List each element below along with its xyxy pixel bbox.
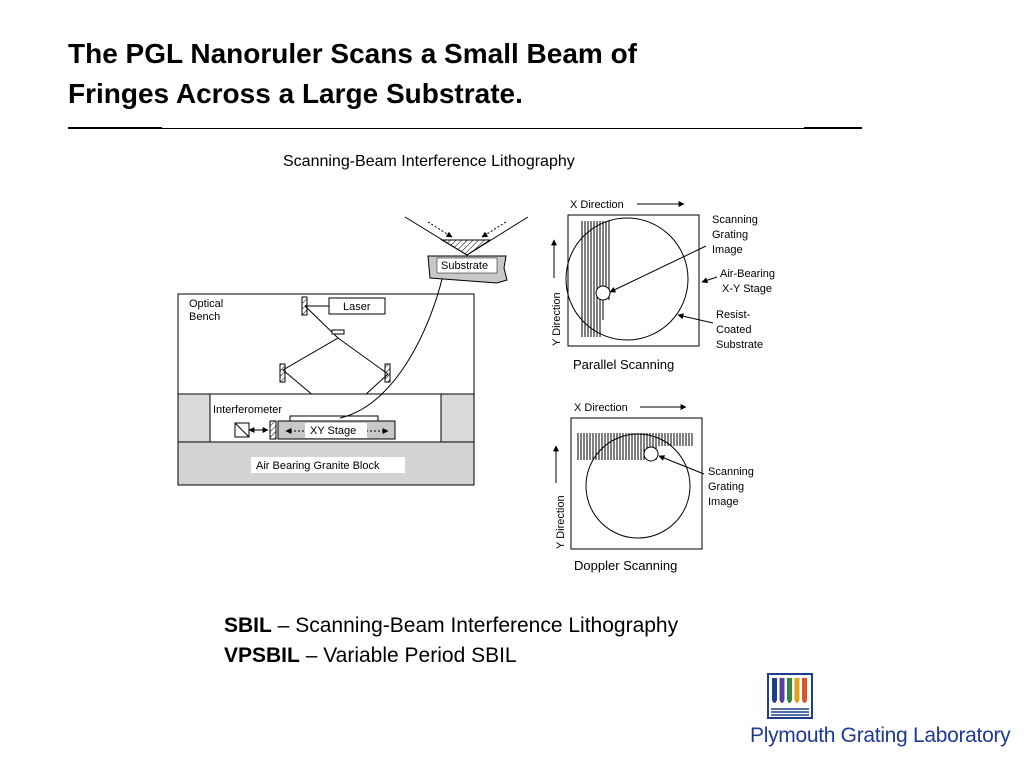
definition-term: VPSBIL bbox=[224, 644, 300, 667]
logo-stripe bbox=[779, 678, 785, 703]
parallel-resist-pointer bbox=[677, 313, 714, 324]
parallel-grating-spot bbox=[595, 285, 611, 301]
definition-separator: – bbox=[271, 614, 296, 637]
logo-stripe bbox=[794, 678, 800, 703]
definitions-list: SBIL – Scanning-Beam Interference Lithog… bbox=[224, 611, 678, 671]
logo-stripes bbox=[772, 678, 807, 703]
interferometer-label: Interferometer bbox=[213, 404, 282, 416]
parallel-substrate-circle bbox=[565, 217, 689, 341]
parallel-grating-label-3: Image bbox=[712, 244, 743, 256]
slide-title-line-1: The PGL Nanoruler Scans a Small Beam of bbox=[68, 38, 637, 69]
doppler-grating-label-2: Grating bbox=[708, 481, 744, 493]
definition-sbil: SBIL – Scanning-Beam Interference Lithog… bbox=[224, 611, 678, 641]
parallel-stage-label-1: Air-Bearing bbox=[720, 268, 775, 280]
parallel-scanning-panel: X Direction Y Direction Scanning Grating… bbox=[551, 199, 775, 372]
slide-title: The PGL Nanoruler Scans a Small Beam of … bbox=[68, 34, 868, 114]
parallel-y-direction-label: Y Direction bbox=[551, 292, 563, 346]
parallel-x-direction-label: X Direction bbox=[570, 199, 624, 211]
xy-stage-label: XY Stage bbox=[310, 425, 356, 437]
pgl-logo-mark bbox=[767, 673, 813, 719]
definition-separator: – bbox=[299, 644, 324, 667]
optical-bench-label-line-2: Bench bbox=[189, 311, 220, 323]
pgl-logo-text: Plymouth Grating Laboratory bbox=[750, 724, 1011, 747]
parallel-scan-lines bbox=[581, 221, 610, 337]
parallel-stage-pointer bbox=[701, 276, 718, 284]
parallel-stage-label-2: X-Y Stage bbox=[722, 283, 772, 295]
title-underline-middle bbox=[162, 128, 804, 129]
substrate-label-bg bbox=[436, 257, 498, 274]
parallel-resist-label-1: Resist- bbox=[716, 309, 751, 321]
beam-right-direction bbox=[481, 221, 507, 238]
beam-left-direction bbox=[427, 221, 453, 238]
logo-stripe bbox=[772, 678, 777, 703]
optical-bench bbox=[177, 293, 475, 395]
definition-term: SBIL bbox=[224, 614, 272, 637]
logo-stripe bbox=[802, 678, 807, 703]
wafer-plate bbox=[289, 415, 379, 422]
doppler-y-direction-label: Y Direction bbox=[555, 495, 567, 549]
lithography-apparatus: Optical Bench Laser Interferometer XY St… bbox=[177, 216, 529, 486]
doppler-stage bbox=[570, 417, 703, 550]
definition-meaning: Variable Period SBIL bbox=[323, 644, 517, 667]
granite-label-bg bbox=[251, 457, 405, 473]
doppler-scanning-panel: X Direction Y Direction bbox=[553, 402, 754, 573]
doppler-scan-lines bbox=[577, 433, 693, 460]
xy-stage-label-bg bbox=[305, 423, 367, 438]
fiber-path bbox=[339, 274, 444, 419]
parallel-resist-label-3: Substrate bbox=[716, 339, 763, 351]
granite-block-label: Air Bearing Granite Block bbox=[256, 460, 380, 472]
interferometer-prism-diagonal bbox=[234, 422, 250, 438]
doppler-scanning-caption: Doppler Scanning bbox=[574, 558, 677, 573]
stage-mirror bbox=[269, 420, 277, 440]
doppler-grating-pointer bbox=[658, 455, 705, 475]
laser-label: Laser bbox=[343, 301, 371, 313]
parallel-grating-pointer bbox=[609, 245, 707, 293]
substrate-label: Substrate bbox=[441, 260, 488, 272]
parallel-resist-label-2: Coated bbox=[716, 324, 751, 336]
mirror-top bbox=[301, 296, 308, 316]
optical-bench-label-line-1: Optical bbox=[189, 298, 223, 310]
parallel-scanning-caption: Parallel Scanning bbox=[573, 357, 674, 372]
doppler-grating-spot bbox=[643, 446, 659, 462]
doppler-grating-label-1: Scanning bbox=[708, 466, 754, 478]
interference-region bbox=[440, 239, 492, 256]
doppler-x-direction-label: X Direction bbox=[574, 402, 628, 414]
logo-base-lines bbox=[771, 708, 809, 716]
definition-vpsbil: VPSBIL – Variable Period SBIL bbox=[224, 641, 678, 671]
logo-stripe bbox=[787, 678, 792, 703]
mirror-left bbox=[279, 363, 286, 383]
mirror-right bbox=[384, 363, 391, 383]
parallel-grating-label-2: Grating bbox=[712, 229, 748, 241]
definition-meaning: Scanning-Beam Interference Lithography bbox=[295, 614, 679, 637]
splitter bbox=[331, 329, 345, 335]
doppler-grating-label-3: Image bbox=[708, 496, 739, 508]
diagram-heading: Scanning-Beam Interference Lithography bbox=[283, 153, 575, 170]
parallel-grating-label-1: Scanning bbox=[712, 214, 758, 226]
title-underline-left bbox=[68, 127, 162, 129]
slide-title-line-2: Fringes Across a Large Substrate. bbox=[68, 78, 523, 109]
title-underline-right bbox=[804, 127, 862, 129]
